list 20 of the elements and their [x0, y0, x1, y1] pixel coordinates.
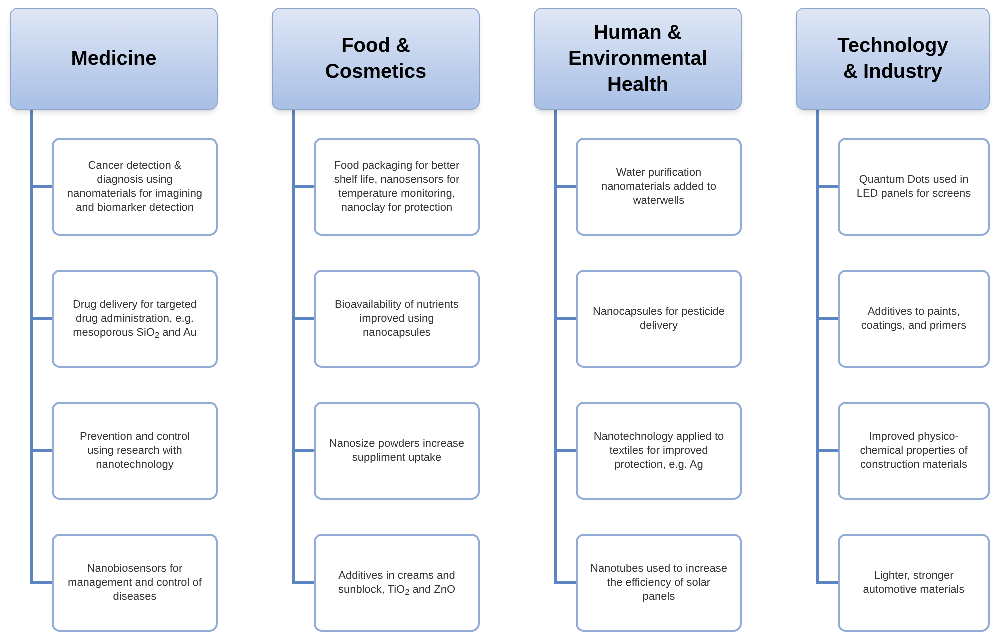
- category-header-box: Technology & Industry: [796, 8, 990, 110]
- item-box: Quantum Dots used in LED panels for screens: [838, 138, 990, 236]
- item-box: Improved physico-chemical properties of construction materials: [838, 402, 990, 500]
- item-box: Lighter, stronger automotive materials: [838, 534, 990, 632]
- item-box: Nanotubes used to increase the efficiency of solar panels: [576, 534, 742, 632]
- category-header-box: Human & Environmental Health: [534, 8, 742, 110]
- item-box: Additives to paints, coatings, and primers: [838, 270, 990, 368]
- item-box: Nanosize powders increase suppliment uptake: [314, 402, 480, 500]
- item-box: Nanotechnology applied to textiles for improved protection, e.g. Ag: [576, 402, 742, 500]
- category-header-box: Food & Cosmetics: [272, 8, 480, 110]
- item-box: Food packaging for better shelf life, nanosensors for temperature monitoring, nanoclay for protection: [314, 138, 480, 236]
- item-box: Additives in creams and sunblock, TiO$_{2}$ and ZnO: [314, 534, 480, 632]
- category-header-box: Medicine: [10, 8, 218, 110]
- item-box: Bioavailability of nutrients improved using nanocapsules: [314, 270, 480, 368]
- item-box: Nanocapsules for pesticide delivery: [576, 270, 742, 368]
- item-box: Water purification nanomaterials added to waterwells: [576, 138, 742, 236]
- item-box: Prevention and control using research with nanotechnology: [52, 402, 218, 500]
- item-box: Cancer detection & diagnosis using nanomaterials for imagining and biomarker detection: [52, 138, 218, 236]
- item-box: Drug delivery for targeted drug administration, e.g. mesoporous SiO$_{2}$ and Au: [52, 270, 218, 368]
- item-box: Nanobiosensors for management and control of diseases: [52, 534, 218, 632]
